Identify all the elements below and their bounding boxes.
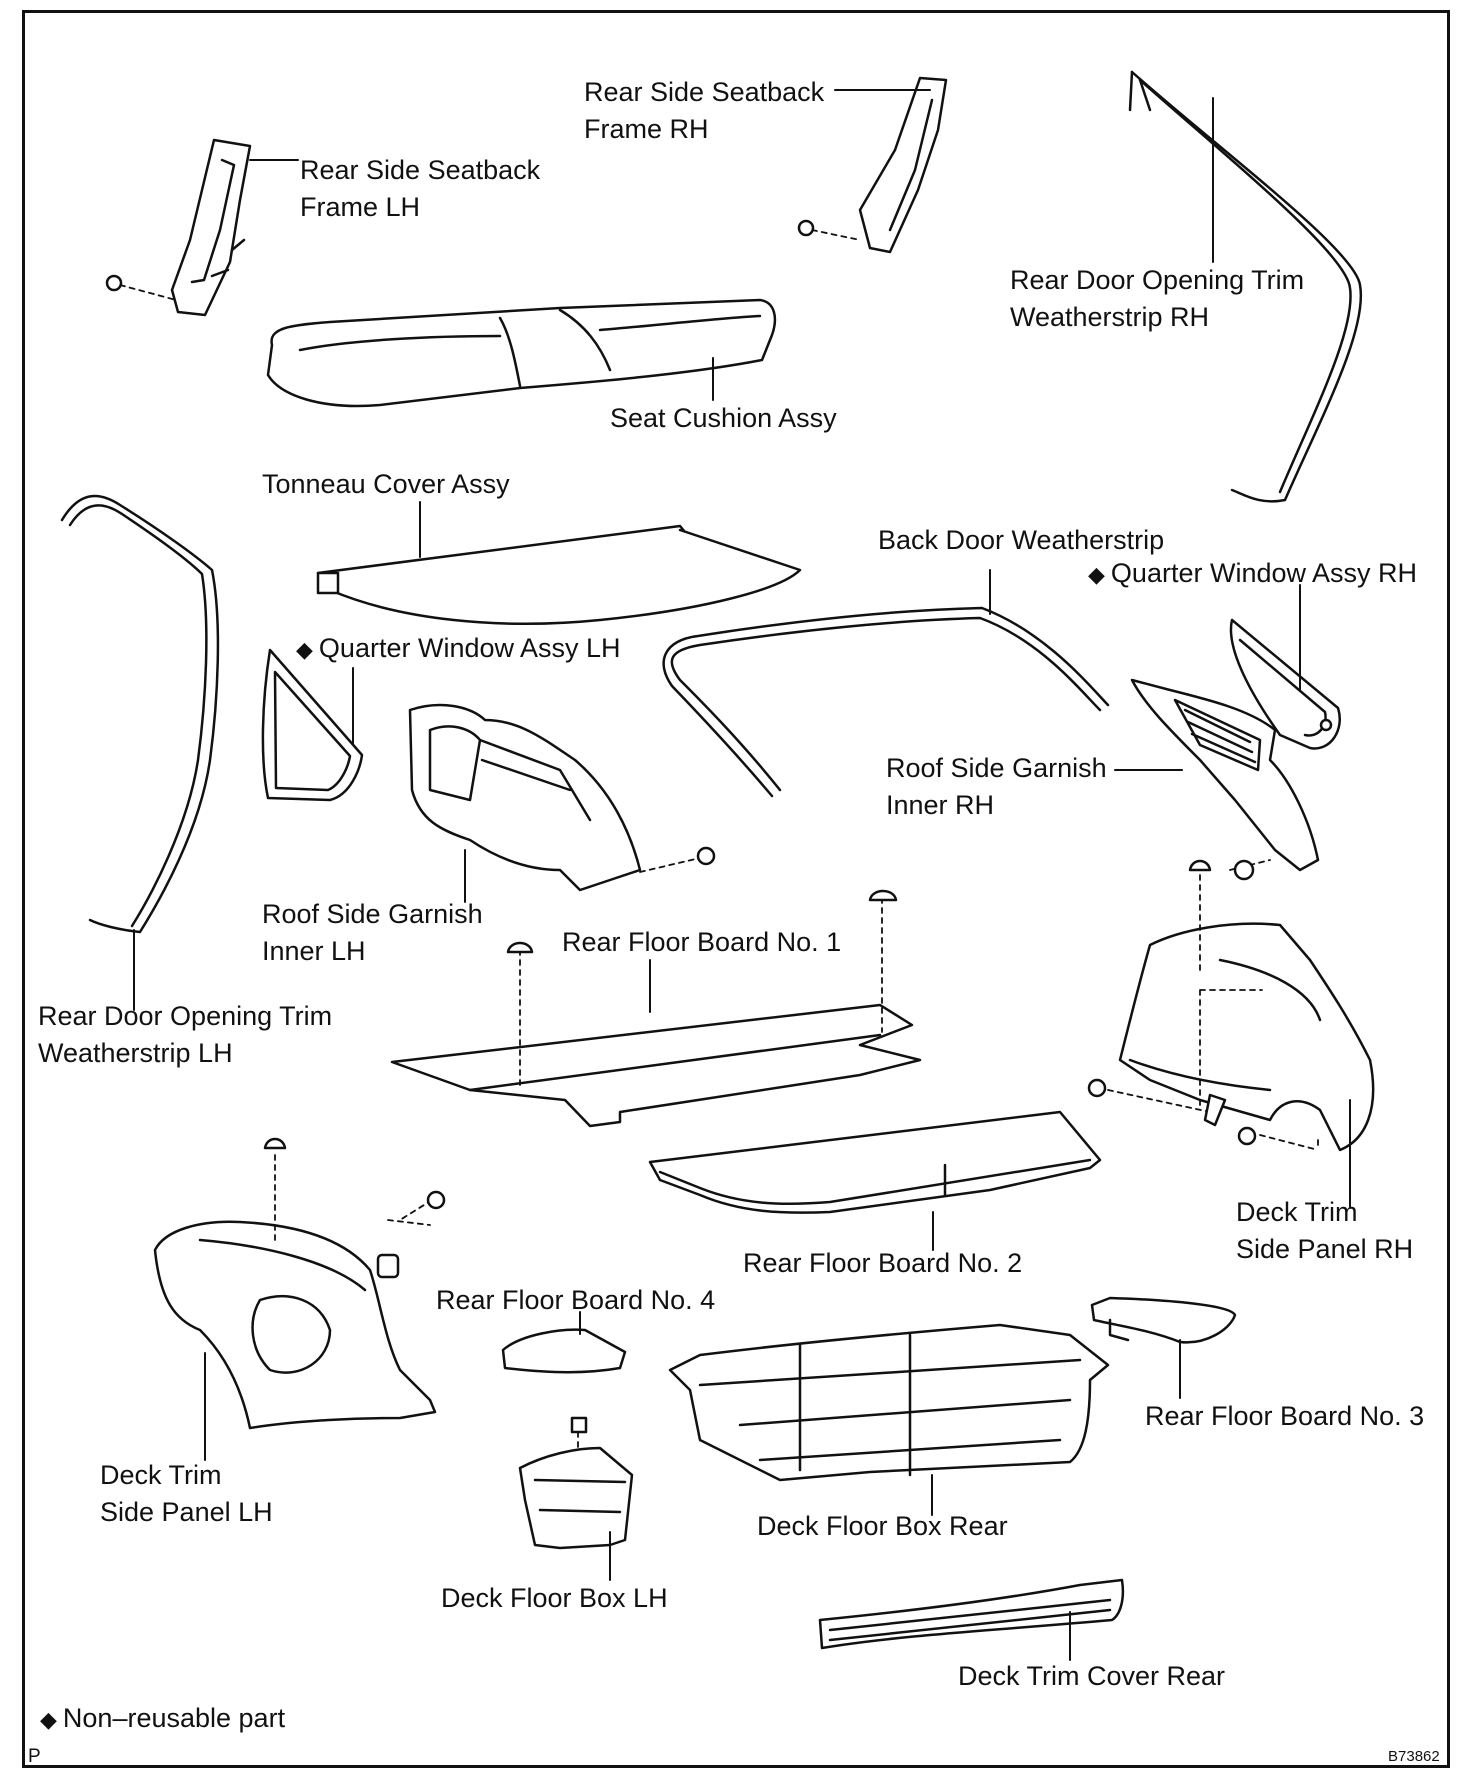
label-seatback-rh-line1: Rear Side Seatback bbox=[584, 77, 825, 107]
diamond-icon: ◆ bbox=[40, 1707, 57, 1732]
roof-side-garnish-lh-part bbox=[408, 703, 716, 892]
label-roof-garnish-rh-line1: Roof Side Garnish bbox=[886, 753, 1107, 783]
rear-floor-board-3-part bbox=[1090, 1296, 1237, 1344]
label-deck-trim-rh-line1: Deck Trim bbox=[1236, 1197, 1358, 1227]
label-roof-garnish-rh-line2: Inner RH bbox=[886, 790, 995, 820]
label-deck-trim-lh-line2: Side Panel LH bbox=[100, 1497, 273, 1527]
label-seat-cushion-text: Seat Cushion Assy bbox=[610, 403, 837, 433]
deck-trim-cover-rear-part bbox=[818, 1578, 1125, 1650]
deck-trim-side-panel-lh-part bbox=[153, 1137, 446, 1430]
label-deck-trim-cover-rear: Deck Trim Cover Rear bbox=[958, 1658, 1225, 1695]
rear-floor-board-1-part bbox=[390, 889, 922, 1128]
label-door-trim-rh-line2: Weatherstrip RH bbox=[1010, 302, 1210, 332]
label-deck-trim-side-rh: Deck Trim Side Panel RH bbox=[1236, 1194, 1413, 1268]
label-deck-trim-lh-line1: Deck Trim bbox=[100, 1460, 222, 1490]
label-seat-cushion: Seat Cushion Assy bbox=[610, 400, 837, 437]
seatback-frame-lh-part bbox=[105, 138, 252, 317]
label-deck-trim-cover-rear-text: Deck Trim Cover Rear bbox=[958, 1661, 1226, 1691]
label-seatback-frame-rh: Rear Side Seatback Frame RH bbox=[584, 74, 824, 148]
label-quarter-window-rh: ◆Quarter Window Assy RH bbox=[1088, 555, 1417, 593]
back-door-weatherstrip-part bbox=[662, 606, 1110, 798]
rear-floor-board-2-part bbox=[648, 1110, 1102, 1214]
legend: ◆Non–reusable part bbox=[40, 1700, 285, 1738]
label-seatback-rh-line2: Frame RH bbox=[584, 114, 709, 144]
label-seatback-lh-line2: Frame LH bbox=[300, 192, 421, 222]
label-floor-board-2: Rear Floor Board No. 2 bbox=[743, 1245, 1022, 1282]
legend-text: Non–reusable part bbox=[62, 1703, 286, 1733]
figure-code: B73862 bbox=[1388, 1748, 1440, 1765]
label-deck-floor-box-rear-text: Deck Floor Box Rear bbox=[757, 1511, 1008, 1541]
label-back-door-weatherstrip: Back Door Weatherstrip bbox=[878, 522, 1164, 559]
label-roof-garnish-rh: Roof Side Garnish Inner RH bbox=[886, 750, 1107, 824]
label-floor-board-4: Rear Floor Board No. 4 bbox=[436, 1282, 715, 1319]
label-floor-board-4-text: Rear Floor Board No. 4 bbox=[436, 1285, 716, 1315]
diagram-frame bbox=[22, 10, 1450, 1768]
label-quarter-window-lh: ◆Quarter Window Assy LH bbox=[296, 630, 621, 668]
door-trim-weatherstrip-lh-part bbox=[60, 494, 220, 934]
label-door-trim-lh-line1: Rear Door Opening Trim bbox=[38, 1001, 333, 1031]
label-floor-board-3: Rear Floor Board No. 3 bbox=[1145, 1398, 1424, 1435]
roof-side-garnish-rh-part bbox=[1130, 678, 1320, 881]
door-trim-weatherstrip-rh-part bbox=[1128, 70, 1363, 503]
label-tonneau-text: Tonneau Cover Assy bbox=[262, 469, 510, 499]
deck-floor-box-lh-part bbox=[518, 1416, 634, 1550]
label-seatback-frame-lh: Rear Side Seatback Frame LH bbox=[300, 152, 540, 226]
label-deck-floor-box-rear: Deck Floor Box Rear bbox=[757, 1508, 1008, 1545]
quarter-window-lh-part bbox=[261, 648, 364, 802]
label-floor-board-2-text: Rear Floor Board No. 2 bbox=[743, 1248, 1023, 1278]
label-roof-garnish-lh-line2: Inner LH bbox=[262, 936, 366, 966]
label-seatback-lh-line1: Rear Side Seatback bbox=[300, 155, 541, 185]
label-door-trim-rh: Rear Door Opening Trim Weatherstrip RH bbox=[1010, 262, 1304, 336]
diamond-icon: ◆ bbox=[296, 637, 313, 662]
label-door-trim-rh-line1: Rear Door Opening Trim bbox=[1010, 265, 1305, 295]
rear-floor-board-4-part bbox=[501, 1328, 627, 1374]
label-quarter-rh-text: Quarter Window Assy RH bbox=[1110, 558, 1418, 588]
seat-cushion-part bbox=[266, 298, 777, 408]
corner-letter: P bbox=[28, 1746, 41, 1767]
label-deck-floor-box-lh-text: Deck Floor Box LH bbox=[441, 1583, 668, 1613]
deck-trim-side-panel-rh-part bbox=[1087, 859, 1375, 1152]
label-quarter-lh-text: Quarter Window Assy LH bbox=[318, 633, 621, 663]
deck-floor-box-rear-part bbox=[668, 1323, 1110, 1482]
tonneau-cover-part bbox=[316, 524, 802, 625]
quarter-window-rh-part bbox=[1229, 618, 1341, 750]
label-floor-board-1: Rear Floor Board No. 1 bbox=[562, 924, 841, 961]
seatback-frame-rh-part bbox=[797, 76, 948, 254]
label-tonneau-cover: Tonneau Cover Assy bbox=[262, 466, 510, 503]
label-deck-trim-side-lh: Deck Trim Side Panel LH bbox=[100, 1457, 273, 1531]
label-back-door-text: Back Door Weatherstrip bbox=[878, 525, 1165, 555]
diamond-icon: ◆ bbox=[1088, 562, 1105, 587]
label-deck-floor-box-lh: Deck Floor Box LH bbox=[441, 1580, 668, 1617]
label-floor-board-3-text: Rear Floor Board No. 3 bbox=[1145, 1401, 1425, 1431]
label-door-trim-lh-line2: Weatherstrip LH bbox=[38, 1038, 233, 1068]
label-door-trim-lh: Rear Door Opening Trim Weatherstrip LH bbox=[38, 998, 332, 1072]
label-floor-board-1-text: Rear Floor Board No. 1 bbox=[562, 927, 842, 957]
label-roof-garnish-lh-line1: Roof Side Garnish bbox=[262, 899, 483, 929]
label-deck-trim-rh-line2: Side Panel RH bbox=[1236, 1234, 1414, 1264]
label-roof-garnish-lh: Roof Side Garnish Inner LH bbox=[262, 896, 483, 970]
